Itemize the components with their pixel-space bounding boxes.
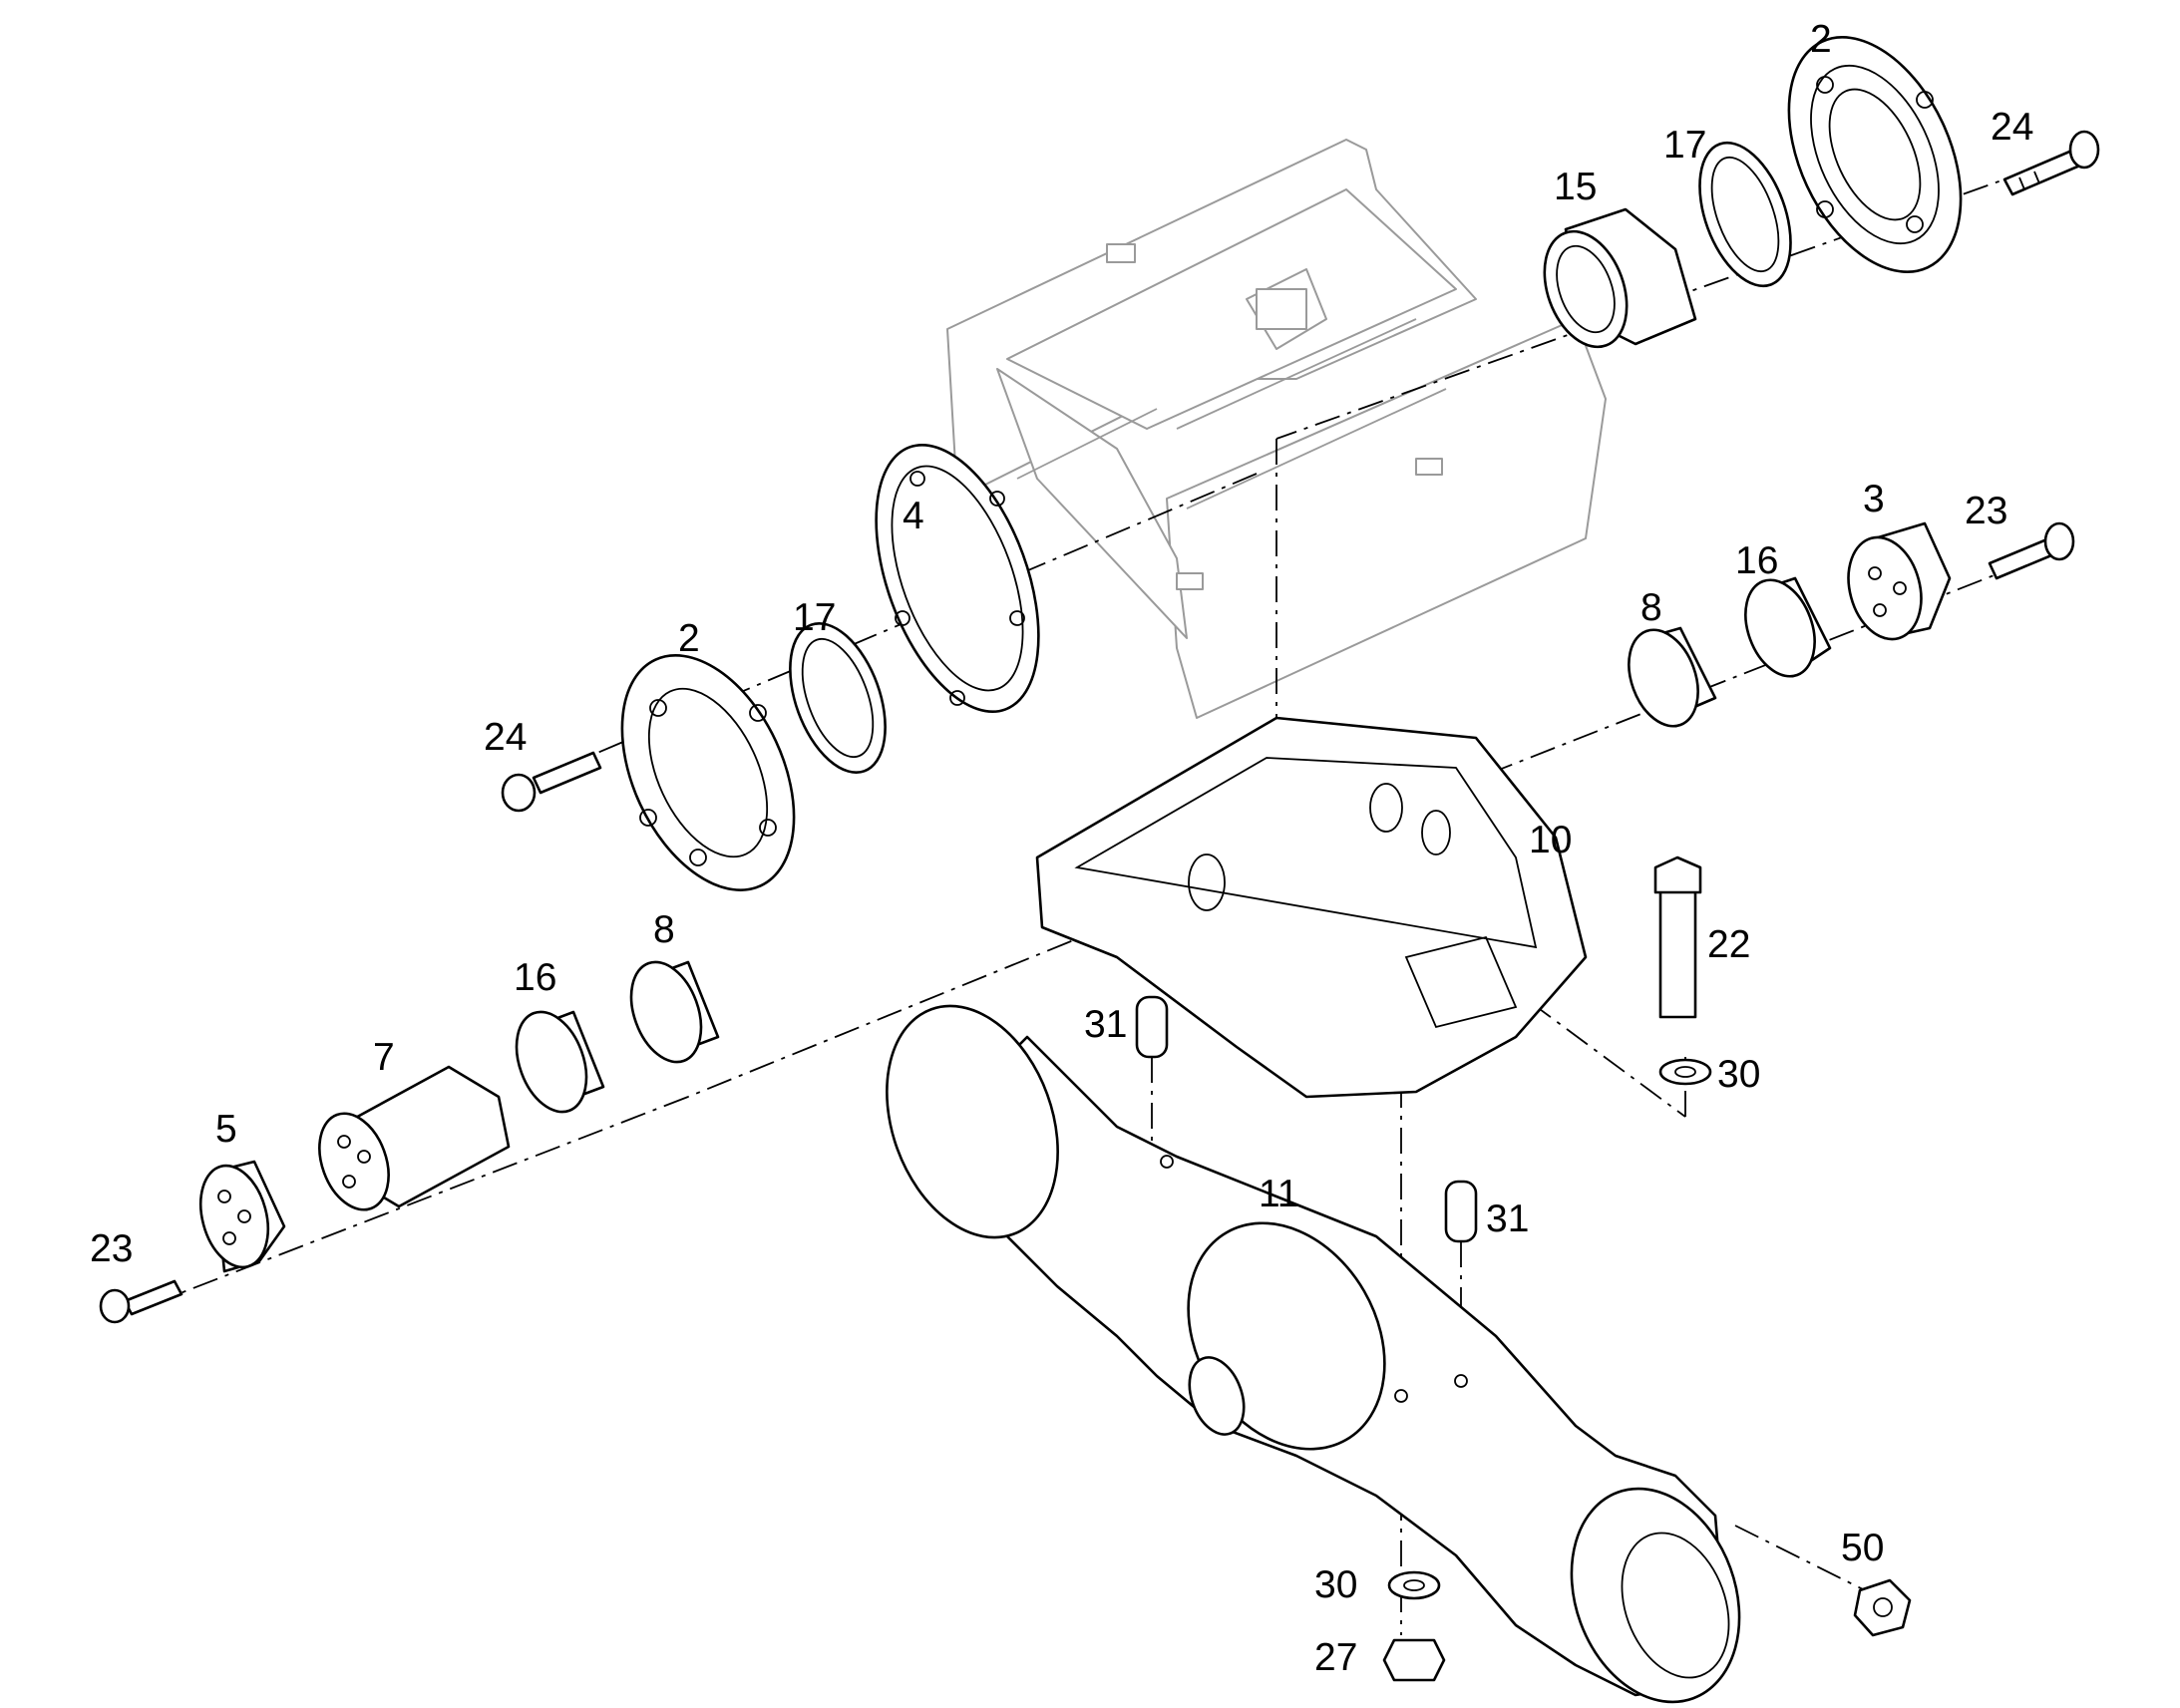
bushing-15 [1543,207,1697,349]
callout-8-right: 8 [1640,586,1662,629]
gasket-4 [875,443,1040,714]
callout-50: 50 [1841,1527,1884,1569]
bolt-23-left [99,1279,183,1324]
flange-2-top [1787,36,1963,273]
callout-2-left: 2 [678,617,700,660]
ring-16-right [1744,576,1832,678]
callout-4: 4 [903,495,924,537]
callout-31-lower: 31 [1486,1197,1529,1240]
callout-11: 11 [1259,1173,1299,1215]
dowel-31-lower [1444,1180,1478,1243]
callout-17-top: 17 [1663,124,1706,167]
flange-2-left [620,654,796,891]
callout-31-upper: 31 [1084,1003,1127,1046]
axle-housing-11 [886,1004,1741,1704]
pivot-bracket-10 [1035,716,1588,1099]
callout-23-right: 23 [1965,490,2007,532]
ring-8-right [1628,626,1717,728]
cap-5 [198,1160,286,1273]
callout-24-top: 24 [1991,106,2033,149]
washer-30-right [1658,1058,1712,1086]
callout-10: 10 [1529,819,1572,861]
seal-ring-17-top [1698,141,1792,288]
callout-5: 5 [215,1108,237,1151]
bolt-24-top [2002,130,2100,196]
bolt-24-left [501,751,602,813]
callout-27: 27 [1314,1636,1357,1679]
callout-2-top: 2 [1810,18,1832,61]
callout-24-left: 24 [484,716,527,759]
callout-22: 22 [1707,923,1750,966]
callout-15: 15 [1554,166,1597,208]
dowel-31-upper [1135,995,1169,1059]
callout-7: 7 [373,1036,395,1079]
ring-16-left [515,1010,605,1114]
nut-50 [1853,1578,1912,1637]
bolt-23-right [1988,521,2075,580]
nut-27 [1382,1638,1446,1682]
callout-17-left: 17 [793,596,836,639]
callout-16-left: 16 [514,956,556,999]
callout-16-right: 16 [1735,539,1778,582]
callout-30-right: 30 [1717,1053,1760,1096]
pin-7 [318,1065,511,1211]
seal-ring-17-left [789,622,887,774]
ring-8-left [629,960,720,1064]
callout-3: 3 [1863,478,1885,520]
cap-3 [1847,521,1952,641]
callout-8-left: 8 [653,908,675,951]
callout-labels: 2 24 17 15 3 23 16 8 4 17 2 24 10 22 30 … [90,18,2033,1679]
washer-30-bottom [1387,1570,1441,1600]
callout-23-left: 23 [90,1227,133,1270]
bolt-22 [1653,855,1702,1019]
callout-30-bottom: 30 [1314,1563,1357,1606]
